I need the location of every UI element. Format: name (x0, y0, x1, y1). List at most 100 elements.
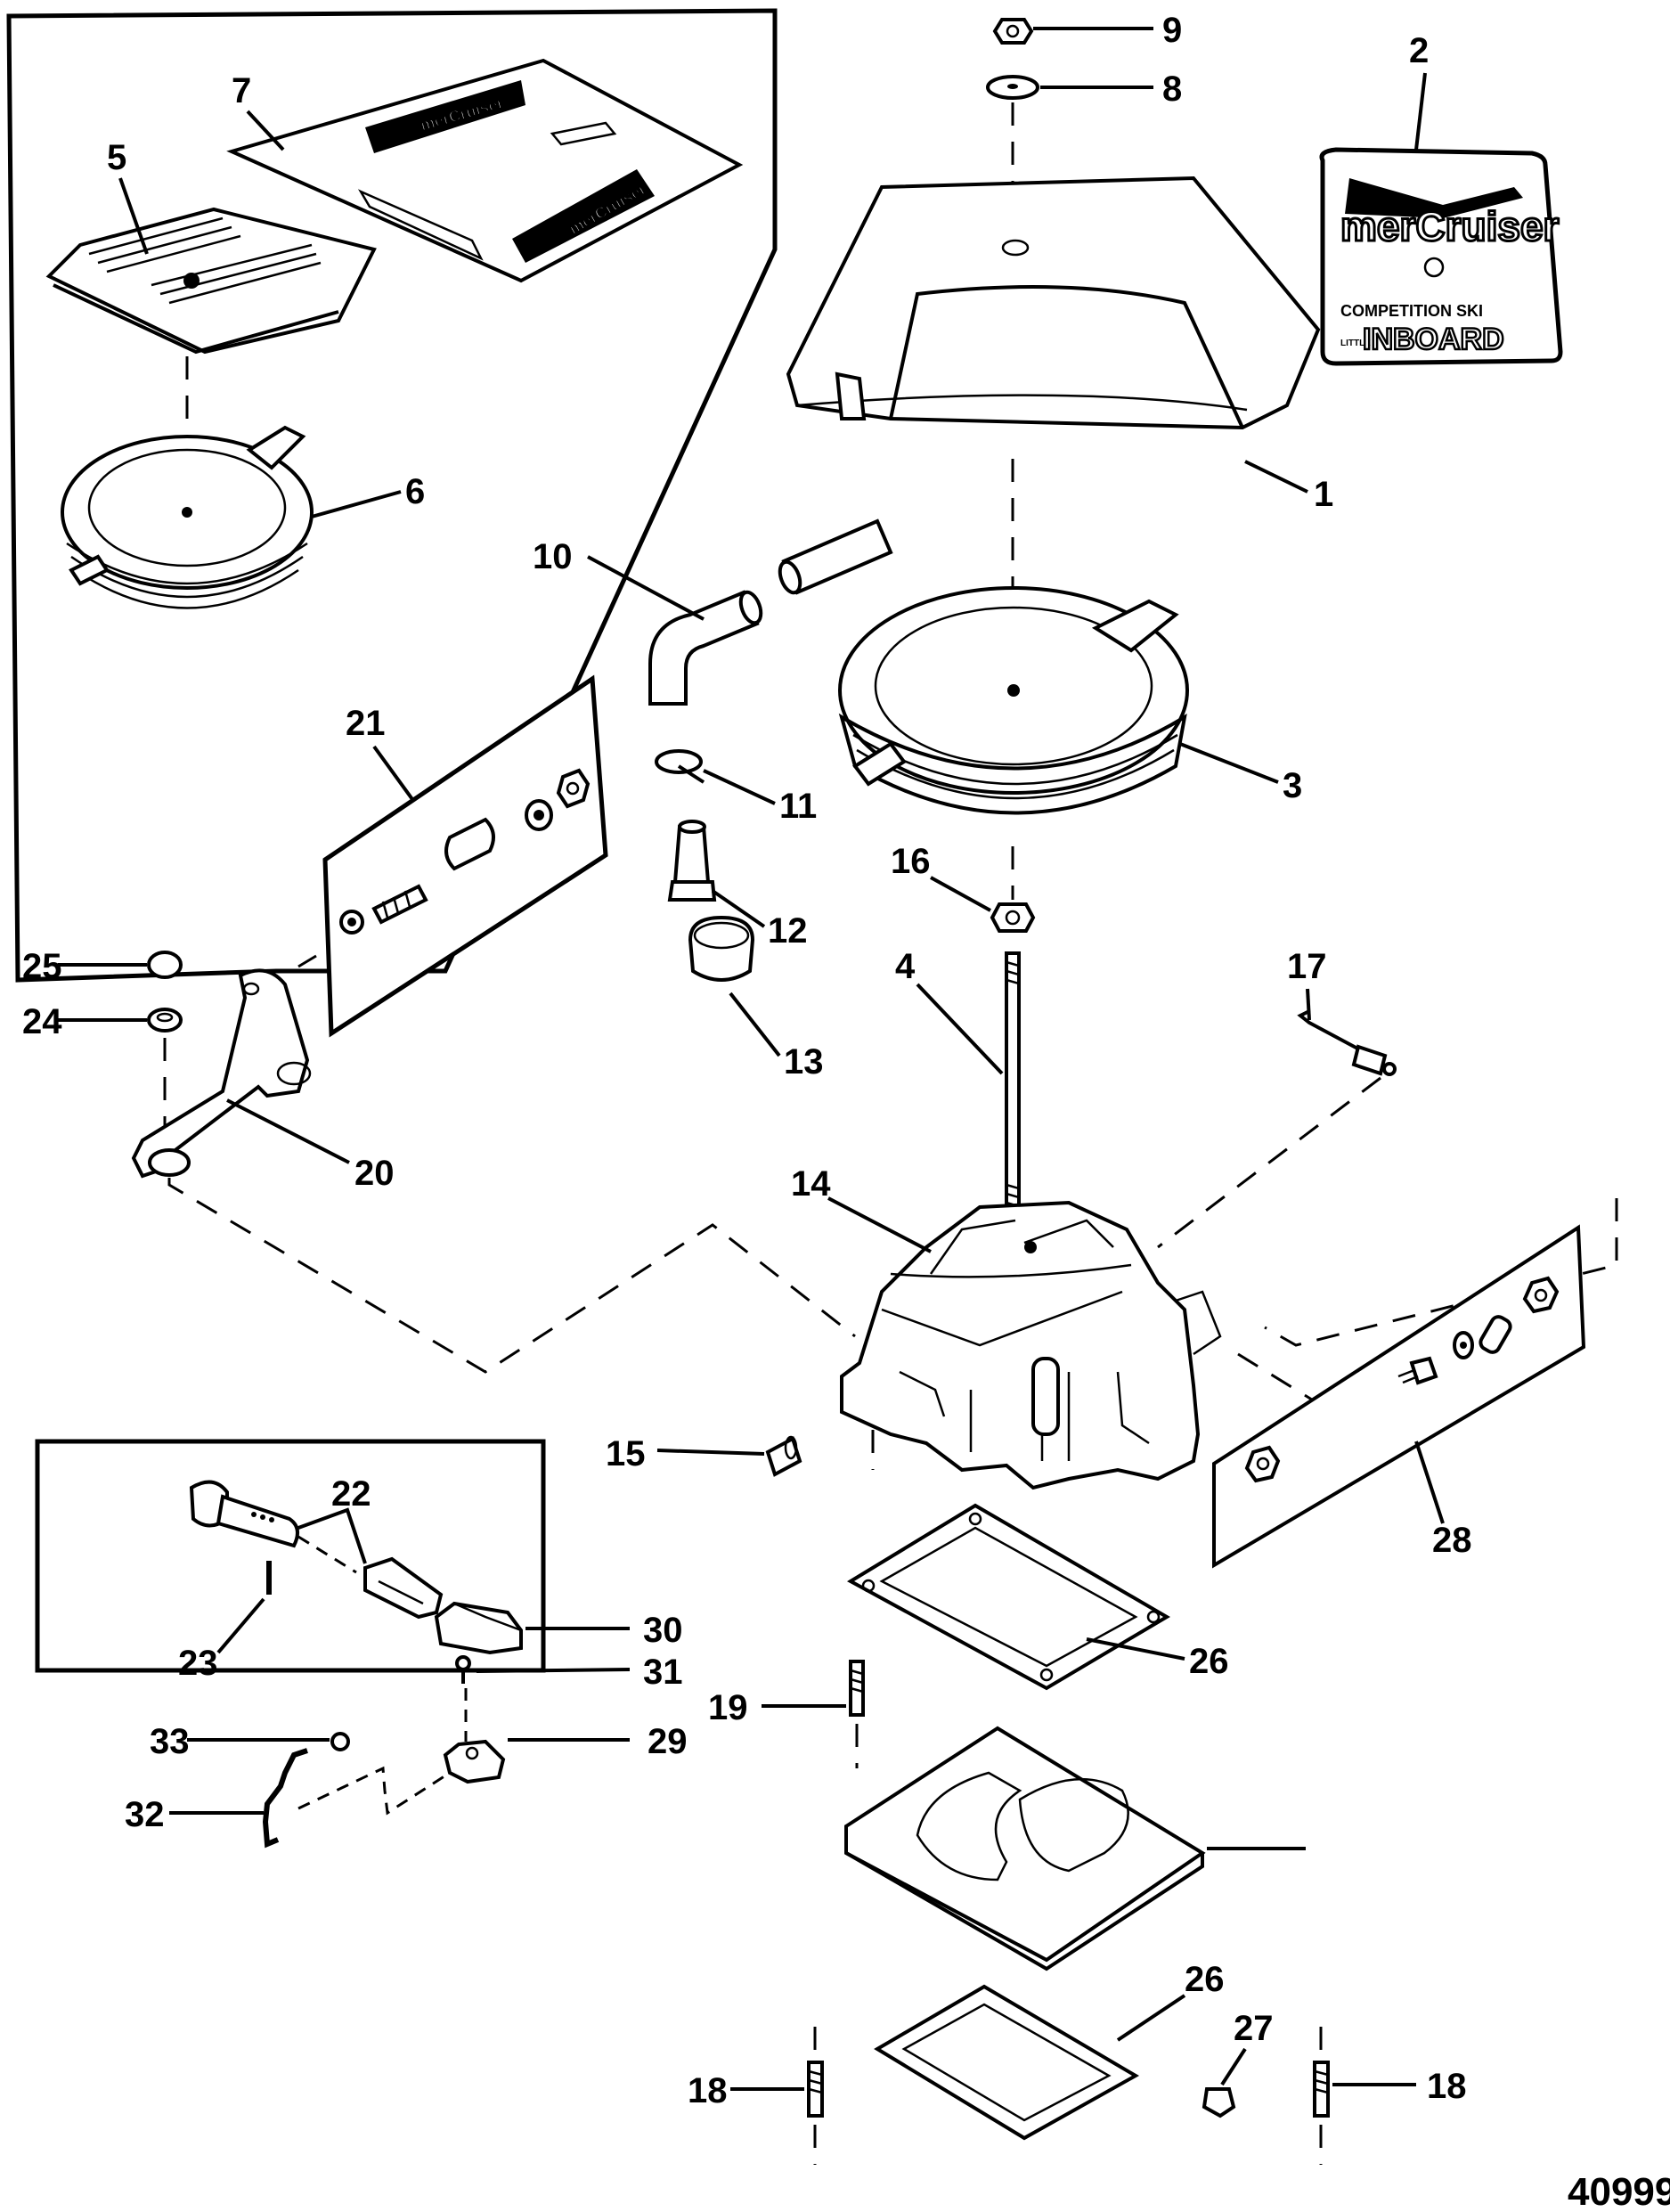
linkage-17-14 (1157, 1076, 1381, 1249)
part-17-rod (1297, 1009, 1397, 1076)
part-6-flame-arrestor-inset (61, 425, 314, 609)
part-32-rod (262, 1748, 308, 1849)
part-22-linkage (189, 1480, 444, 1620)
callout-32: 32 (125, 1795, 165, 1834)
part-8-washer (986, 75, 1039, 100)
leader-16 (930, 876, 991, 912)
callout-14: 14 (791, 1164, 831, 1204)
decal-line2-small: LITTLE (1340, 339, 1371, 348)
callout-13: 13 (784, 1042, 824, 1082)
callout-18-left: 18 (688, 2071, 728, 2110)
decal-brand: merCruiser (1340, 203, 1560, 249)
decal-line2: INBOARD (1363, 322, 1504, 356)
callout-29: 29 (648, 1722, 688, 1761)
leader-26-lower (1116, 1994, 1186, 2042)
callout-15: 15 (606, 1434, 646, 1473)
callout-26-upper: 26 (1189, 1642, 1229, 1681)
leader-15 (656, 1449, 765, 1456)
decal-line1: COMPETITION SKI (1340, 302, 1483, 320)
callout-8: 8 (1162, 69, 1182, 109)
callout-30: 30 (643, 1611, 683, 1650)
part-20-bracket (131, 968, 312, 1179)
linkage-32-29 (297, 1766, 451, 1816)
part-9-nut (992, 18, 1034, 45)
callout-16: 16 (891, 842, 931, 881)
leader-20 (226, 1098, 350, 1164)
figure-number: 40999 (1568, 2170, 1670, 2212)
leader-26-upper (1086, 1637, 1185, 1661)
part-21-kit-panel (322, 674, 608, 1038)
callout-1: 1 (1314, 475, 1333, 514)
callout-12: 12 (768, 911, 808, 951)
callout-20: 20 (354, 1154, 395, 1193)
leader-21 (372, 745, 416, 804)
part-28-kit-contents (1244, 1276, 1560, 1483)
callout-4: 4 (895, 947, 916, 986)
callout-6: 6 (405, 472, 425, 511)
leader-23 (216, 1597, 265, 1654)
leader-14 (827, 1196, 932, 1253)
part-16-nut (990, 902, 1036, 933)
part-13-cap (688, 915, 755, 982)
part-1-flame-arrestor-cover (786, 175, 1321, 430)
callout-33: 33 (150, 1722, 190, 1761)
callout-9: 9 (1162, 11, 1182, 50)
part-29-clip (443, 1739, 506, 1784)
part-33-nut (330, 1732, 350, 1751)
leader-11 (703, 769, 776, 805)
part-18-stud-left (807, 2061, 824, 2118)
leader-1 (1244, 460, 1308, 494)
part-18-stud-right (1313, 2061, 1330, 2118)
inset-box-bottom-left (35, 1439, 546, 1673)
part-3-flame-arrestor (838, 586, 1189, 815)
callout-7: 7 (232, 71, 251, 110)
part-31-screw (455, 1655, 471, 1684)
part-28-kit-panel (1212, 1224, 1586, 1569)
leader-7 (246, 110, 285, 151)
leader-2 (1414, 72, 1427, 151)
leader-28 (1414, 1441, 1445, 1524)
callout-23: 23 (178, 1644, 218, 1683)
callout-21: 21 (346, 704, 386, 743)
part-12-fitting (667, 820, 717, 902)
callout-22: 22 (331, 1474, 371, 1514)
part-15-plug (765, 1435, 802, 1477)
callout-26-lower: 26 (1185, 1960, 1225, 1999)
leader-12 (711, 889, 766, 928)
leader-22 (297, 1507, 367, 1564)
leader-27 (1220, 2047, 1247, 2086)
callout-11: 11 (779, 787, 817, 826)
leader-21-dash (297, 954, 317, 968)
part-24-washer (147, 1008, 183, 1033)
callout-25: 25 (22, 947, 62, 986)
linkage-path-20-14 (167, 1178, 856, 1374)
part-10-hose (648, 518, 893, 706)
part-4-stud (1005, 951, 1021, 1213)
inset-box-top-left (6, 8, 778, 983)
part-27-plug (1202, 2087, 1236, 2118)
callout-10: 10 (533, 537, 573, 576)
callout-2: 2 (1409, 31, 1429, 70)
callout-5: 5 (107, 138, 126, 177)
part-26-gasket-upper (846, 1503, 1170, 1691)
callout-3: 3 (1283, 766, 1302, 805)
part-26-gasket-lower (874, 1984, 1140, 2141)
leader-6 (311, 490, 402, 518)
part-14-carburetor (840, 1200, 1222, 1490)
leader-4 (916, 983, 1004, 1075)
callout-19: 19 (708, 1688, 748, 1727)
callout-27: 27 (1234, 2009, 1274, 2048)
leader-31 (476, 1668, 631, 1673)
callout-17: 17 (1287, 947, 1327, 986)
callout-28: 28 (1432, 1521, 1472, 1560)
part-7-decal-sheet: merCruiser merCruiser (226, 58, 744, 283)
part-2-decal: merCruiser COMPETITION SKI LITTLE INBOAR… (1319, 147, 1563, 366)
callout-18-right: 18 (1427, 2067, 1467, 2106)
callout-31: 31 (643, 1653, 683, 1692)
part-5-cover (45, 207, 377, 355)
leader-3 (1179, 742, 1279, 784)
callout-24: 24 (22, 1002, 62, 1041)
part-30-block (434, 1601, 523, 1655)
part-19-stud (849, 1660, 865, 1717)
